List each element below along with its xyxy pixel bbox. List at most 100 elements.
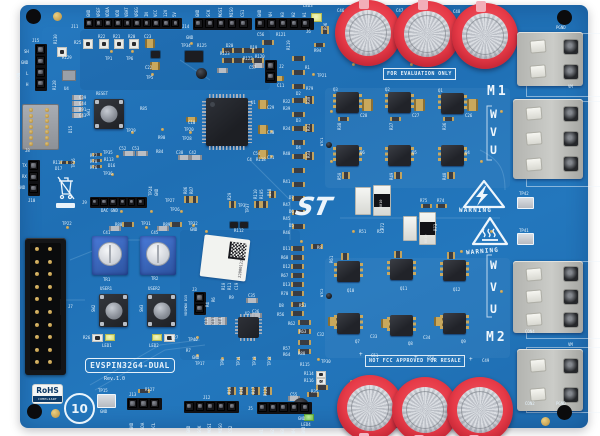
smd-res	[269, 191, 276, 198]
silk-label: GND	[154, 188, 159, 196]
silk-label: PGND	[556, 25, 566, 30]
terminal-position	[515, 156, 581, 173]
hot-surface-warning-icon	[471, 216, 509, 246]
header-pin	[29, 161, 38, 170]
silk-label: C54	[253, 151, 261, 156]
terminal-position	[515, 311, 581, 328]
trimmer-tr1-dial[interactable]	[98, 242, 122, 267]
pin-socket	[129, 200, 134, 204]
wire-port[interactable]	[563, 266, 579, 283]
board-revision: Rev.1.0	[104, 376, 126, 382]
wire-port[interactable]	[563, 156, 579, 173]
smd-header-j8[interactable]	[22, 104, 59, 150]
vm-terminal-m1[interactable]	[517, 32, 583, 86]
reset-button[interactable]	[94, 99, 124, 129]
silk-label: R110	[253, 189, 258, 199]
terminal-lever[interactable]	[529, 39, 547, 54]
silk-label: LED4	[301, 422, 311, 427]
phase-label-m2-u: U	[490, 302, 497, 316]
idc-pin	[48, 347, 52, 352]
user2-button[interactable]	[147, 294, 176, 327]
silk-label: R17	[251, 386, 256, 394]
silk-label: TP1	[105, 56, 113, 61]
silk-label: R88	[298, 351, 306, 356]
pin-label: 5V	[172, 12, 178, 17]
silk-label: D7	[289, 195, 294, 200]
silk-label: R20	[128, 34, 136, 39]
smd-res	[252, 48, 264, 53]
user1-button-cap[interactable]	[105, 302, 122, 319]
terminal-lever[interactable]	[525, 131, 543, 147]
smd-res	[92, 153, 102, 156]
header-pin	[36, 56, 45, 66]
silk-label: R6	[211, 297, 216, 302]
silk-label: TP26	[170, 207, 180, 212]
silk-label: R29	[227, 192, 232, 200]
smd-res	[298, 340, 311, 345]
wire-port[interactable]	[563, 38, 579, 55]
smd-res	[291, 291, 304, 296]
silk-label: R76	[90, 165, 98, 170]
phase-terminal-m1[interactable]	[513, 99, 583, 179]
wire-port[interactable]	[563, 130, 579, 147]
mounting-hole	[557, 10, 572, 25]
wire-port[interactable]	[563, 386, 579, 403]
silk-label: R95	[318, 380, 326, 385]
mosfet	[334, 261, 363, 282]
phase-terminal-m2[interactable]	[513, 261, 583, 333]
silk-label: D17	[55, 166, 63, 171]
header-pin	[268, 403, 278, 412]
silk-label: TR2	[151, 276, 159, 281]
pin-label: H2	[290, 12, 296, 17]
smd-pin	[45, 113, 49, 118]
wire-port[interactable]	[563, 357, 579, 374]
wire-port[interactable]	[563, 288, 579, 305]
idc-connector-j7[interactable]	[25, 238, 66, 375]
trimmer-tr2[interactable]	[140, 236, 176, 275]
terminal-lever[interactable]	[525, 267, 543, 282]
terminal-lever[interactable]	[529, 387, 547, 402]
smd-via	[145, 226, 148, 229]
silk-label: R64	[283, 352, 291, 357]
wire-port[interactable]	[563, 311, 579, 328]
vm-terminal-m2[interactable]	[517, 349, 583, 411]
wire-port[interactable]	[563, 105, 579, 122]
silk-label: R61	[329, 255, 334, 263]
header-pin	[113, 19, 122, 27]
header-pin	[195, 402, 205, 411]
terminal-lever[interactable]	[529, 64, 547, 79]
silk-label: R129	[62, 55, 72, 60]
terminal-lever[interactable]	[525, 289, 543, 305]
smd-capg	[186, 117, 197, 122]
smd-res	[122, 222, 134, 227]
wire-port[interactable]	[563, 63, 579, 80]
silk-label: C10	[188, 120, 196, 125]
idc-pin	[35, 347, 39, 352]
smd-res	[342, 172, 350, 179]
idc-pin	[48, 360, 52, 365]
smd-pin	[29, 119, 33, 124]
silk-label: R86	[183, 186, 188, 194]
user1-button[interactable]	[99, 294, 128, 327]
trimmer-tr1[interactable]	[92, 236, 128, 275]
smd-res	[298, 349, 311, 354]
silk-label: TP3	[238, 203, 246, 208]
smd-resw	[92, 334, 103, 342]
silk-label: Q9	[461, 339, 466, 344]
silk-label: C11	[277, 83, 285, 88]
smd-res	[191, 196, 198, 203]
terminal-lever[interactable]	[529, 358, 547, 373]
header-pin	[194, 19, 203, 28]
terminal-lever[interactable]	[525, 157, 543, 172]
user2-button-cap[interactable]	[153, 302, 170, 319]
terminal-lever[interactable]	[525, 312, 543, 327]
silk-label: R4	[205, 302, 210, 307]
terminal-position	[519, 386, 581, 403]
terminal-lever[interactable]	[525, 106, 543, 121]
silk-label: R123	[220, 51, 230, 56]
header-pin	[258, 403, 267, 412]
trimmer-tr2-dial[interactable]	[146, 242, 170, 267]
silk-label: R53	[299, 303, 307, 308]
reset-button-cap[interactable]	[100, 105, 118, 123]
smd-via	[111, 173, 114, 176]
